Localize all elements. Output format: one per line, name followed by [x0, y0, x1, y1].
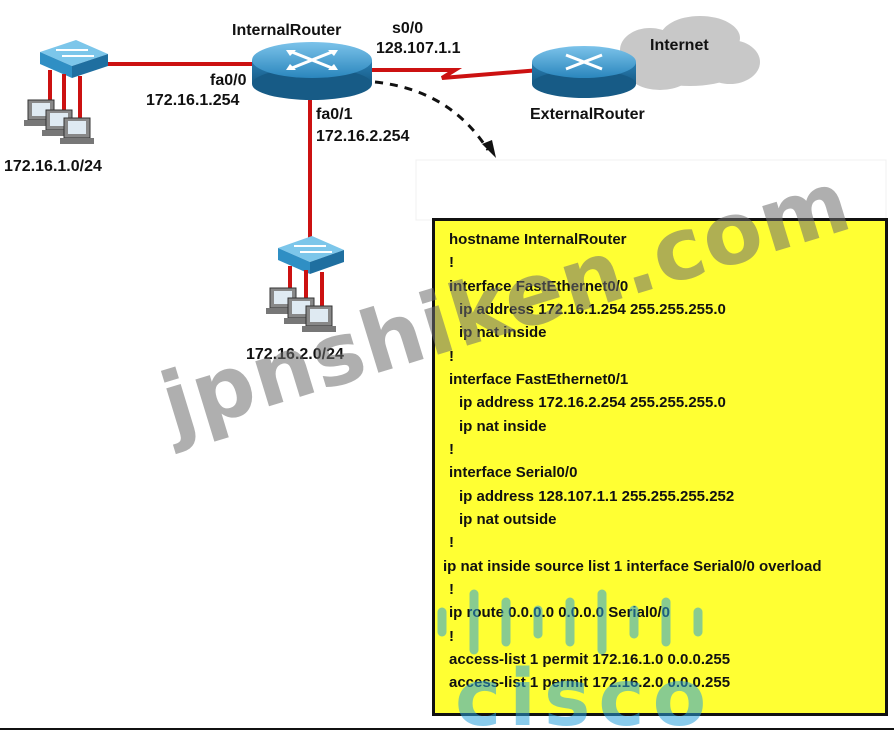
s00-ip-label: 128.107.1.1: [376, 40, 461, 57]
config-line: ip nat inside: [459, 324, 547, 341]
config-shadow: [415, 159, 887, 221]
config-line: !: [449, 581, 454, 598]
internal-router-icon: [252, 42, 372, 100]
config-line: interface FastEthernet0/1: [449, 371, 629, 388]
switch-2-icon: [278, 236, 344, 274]
cisco-logo-text: cisco: [455, 654, 715, 744]
internet-cloud-icon: [620, 16, 760, 90]
switch-1-icon: [40, 40, 108, 78]
config-line: ip address 172.16.1.254 255.255.255.0: [459, 301, 726, 318]
config-line: ip nat inside: [459, 418, 547, 435]
fa00-name-label: fa0/0: [210, 72, 247, 89]
external-router-label: ExternalRouter: [530, 106, 645, 123]
config-line: access-list 1 permit 172.16.1.0 0.0.0.25…: [449, 651, 731, 668]
fa01-name-label: fa0/1: [316, 106, 353, 123]
config-line: !: [449, 348, 454, 365]
fa00-ip-label: 172.16.1.254: [146, 92, 240, 109]
lan2-network-label: 172.16.2.0/24: [246, 346, 344, 363]
config-line: ip nat inside source list 1 interface Se…: [443, 558, 822, 575]
config-line: !: [449, 534, 454, 551]
config-line: access-list 1 permit 172.16.2.0 0.0.0.25…: [449, 674, 731, 691]
external-router-icon: [532, 46, 636, 98]
config-line: !: [449, 254, 454, 271]
config-line: interface Serial0/0: [449, 464, 578, 481]
internal-router-label: InternalRouter: [232, 22, 342, 39]
bottom-divider: [0, 728, 894, 730]
s00-name-label: s0/0: [392, 20, 424, 37]
config-line: ip nat outside: [459, 511, 557, 528]
config-line: hostname InternalRouter: [449, 231, 627, 248]
config-line: ip address 172.16.2.254 255.255.255.0: [459, 394, 726, 411]
internet-label: Internet: [650, 37, 709, 54]
arrow-head: [482, 140, 496, 158]
config-line: interface FastEthernet0/0: [449, 278, 629, 295]
dashed-arrow: [374, 80, 490, 151]
config-line: !: [449, 628, 454, 645]
config-line: !: [449, 441, 454, 458]
lan1-pcs-icon: [24, 99, 94, 144]
lan1-network-label: 172.16.1.0/24: [4, 158, 102, 175]
lan2-pcs-icon: [266, 287, 336, 332]
fa01-ip-label: 172.16.2.254: [316, 128, 410, 145]
link-serial: [370, 68, 541, 80]
lan1-hosts-icon: [48, 70, 82, 118]
config-line: ip address 128.107.1.1 255.255.255.252: [459, 488, 735, 505]
